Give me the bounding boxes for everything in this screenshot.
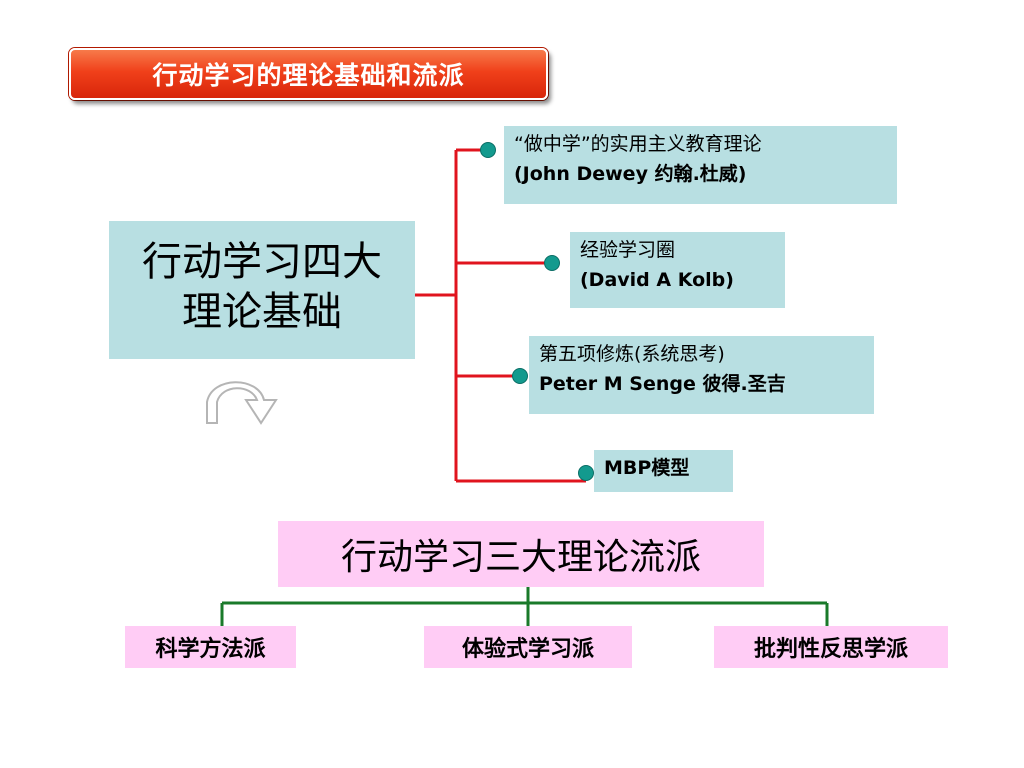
branch-bullet-1 <box>480 142 496 158</box>
branch-box-kolb: 经验学习圈 (David A Kolb) <box>570 232 785 308</box>
branch-2-line-2: (David A Kolb) <box>580 269 734 291</box>
four-foundations-box: 行动学习四大 理论基础 <box>109 221 415 359</box>
school-scientific-method: 科学方法派 <box>125 626 296 668</box>
four-foundations-line-1: 行动学习四大 <box>142 239 382 285</box>
four-foundations-line-2: 理论基础 <box>182 289 342 335</box>
branch-bullet-4 <box>578 465 594 481</box>
branch-3-line-2: Peter M Senge 彼得.圣吉 <box>539 373 786 395</box>
branch-box-senge: 第五项修炼(系统思考) Peter M Senge 彼得.圣吉 <box>529 336 874 414</box>
page-title-banner: 行动学习的理论基础和流派 <box>69 48 548 100</box>
school-critical-reflection: 批判性反思学派 <box>714 626 948 668</box>
three-schools-title: 行动学习三大理论流派 <box>278 521 764 587</box>
branch-4-line-1: MBP模型 <box>604 457 690 479</box>
branch-bullet-2 <box>544 255 560 271</box>
school-experiential-learning: 体验式学习派 <box>424 626 632 668</box>
branch-box-mbp: MBP模型 <box>594 450 733 492</box>
cycle-arrow-icon <box>206 381 278 425</box>
branch-box-dewey: “做中学”的实用主义教育理论 (John Dewey 约翰.杜威) <box>504 126 897 204</box>
branch-1-line-2: (John Dewey 约翰.杜威) <box>514 163 747 185</box>
branch-1-line-1: “做中学”的实用主义教育理论 <box>514 133 762 155</box>
branch-3-line-1: 第五项修炼(系统思考) <box>539 343 725 365</box>
branch-bullet-3 <box>512 368 528 384</box>
branch-2-line-1: 经验学习圈 <box>580 239 676 261</box>
